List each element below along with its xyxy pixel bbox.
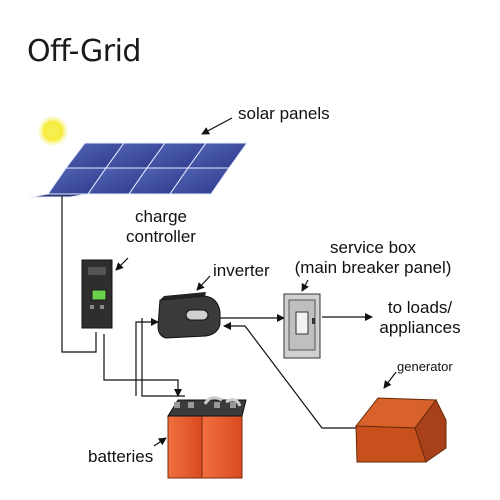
service-box-label-line2: (main breaker panel) — [294, 258, 452, 277]
batteries-label: batteries — [88, 447, 154, 466]
solar-panels-label: solar panels — [238, 104, 330, 123]
charge-controller-icon — [81, 259, 113, 329]
to-loads-label: to loads/ appliances — [371, 298, 469, 338]
service-box-icon — [283, 293, 321, 359]
page-title: Off-Grid — [27, 34, 141, 69]
charge-controller-label-line1: charge — [135, 207, 187, 226]
inverter-icon — [157, 292, 221, 339]
wiring — [61, 196, 373, 429]
to-loads-label-line1: to loads/ — [387, 298, 453, 317]
solar-panels-icon — [29, 142, 248, 198]
charge-controller-label-line2: controller — [126, 227, 196, 246]
sun-icon — [38, 116, 68, 146]
service-box-label: service box (main breaker panel) — [282, 238, 464, 278]
generator-icon — [354, 397, 447, 463]
charge-controller-label: charge controller — [118, 207, 204, 247]
batteries-icon — [167, 396, 247, 479]
label-pointers — [115, 117, 397, 447]
to-loads-label-line2: appliances — [379, 318, 461, 337]
service-box-label-line1: service box — [330, 238, 416, 257]
generator-label: generator — [397, 359, 453, 374]
inverter-label: inverter — [213, 261, 270, 280]
